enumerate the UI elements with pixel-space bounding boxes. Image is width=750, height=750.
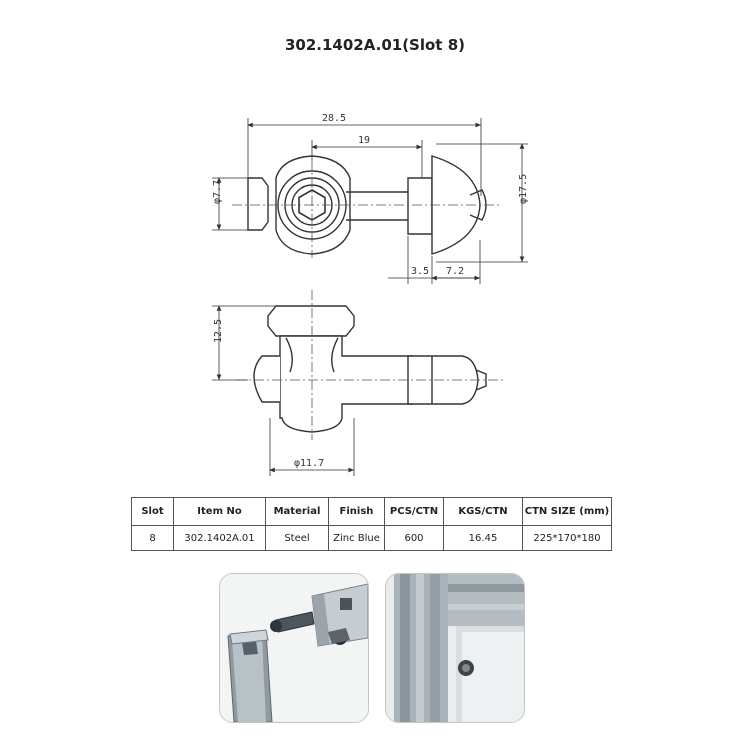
dim-top-total: 28.5 [322,113,346,124]
col-kgs-ctn: KGS/CTN [443,497,523,526]
dim-top-inner: 19 [358,135,370,146]
cell-ctn-size: 225*170*180 [522,525,612,551]
col-material: Material [265,497,329,526]
col-ctn-size: CTN SIZE (mm) [522,497,612,526]
table-header-row: Slot Item No Material Finish PCS/CTN KGS… [131,497,612,526]
cell-slot: 8 [131,525,174,551]
dim-right-diameter: φ17.5 [518,174,529,204]
dim-side-height: 12.5 [213,319,224,343]
assembly-photo [219,573,369,723]
side-view [253,305,487,433]
dim-side-diameter: φ11.7 [294,458,324,469]
top-view-centerlines [232,160,500,258]
side-view-centerlines [236,290,504,440]
cell-pcs-ctn: 600 [384,525,444,551]
col-pcs-ctn: PCS/CTN [384,497,444,526]
top-view-dimlines [212,118,528,284]
side-view-dimlines [212,305,355,476]
col-slot: Slot [131,497,174,526]
spec-table: Slot Item No Material Finish PCS/CTN KGS… [131,497,612,551]
dim-left-diameter: φ7.7 [212,180,223,204]
dim-bottom-left: 3.5 [411,266,429,277]
table-row: 8 302.1402A.01 Steel Zinc Blue 600 16.45… [131,525,612,551]
cell-material: Steel [265,525,329,551]
cell-finish: Zinc Blue [328,525,385,551]
col-finish: Finish [328,497,385,526]
cell-item-no: 302.1402A.01 [173,525,266,551]
page-title: 302.1402A.01(Slot 8) [284,36,465,54]
installed-photo [385,573,525,723]
dim-bottom-right: 7.2 [446,266,464,277]
technical-drawing: 28.5 19 φ7.7 φ17.5 3.5 7.2 12.5 φ11.7 [212,113,529,476]
col-item-no: Item No [173,497,266,526]
cell-kgs-ctn: 16.45 [443,525,523,551]
